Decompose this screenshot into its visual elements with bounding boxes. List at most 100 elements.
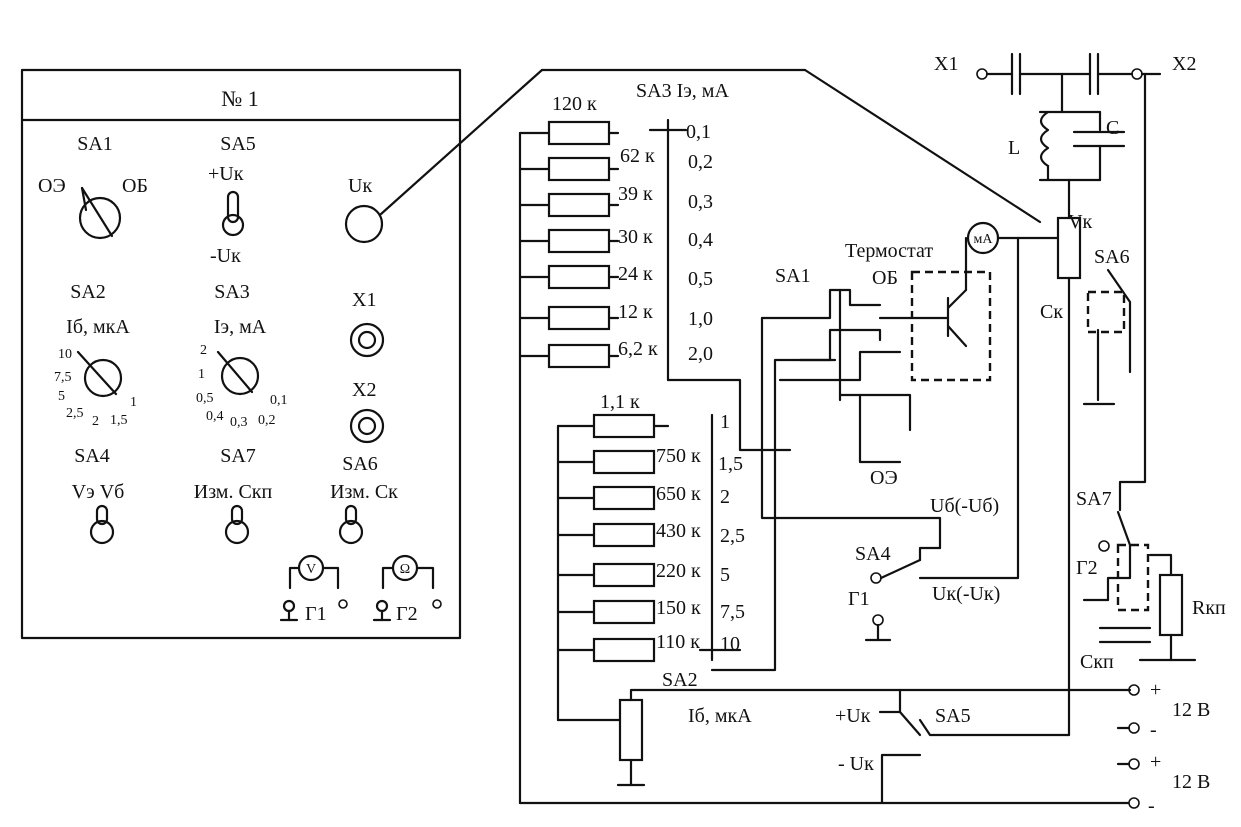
- emitter-resistor-6-2k: [547, 343, 611, 369]
- sa2-knob[interactable]: [83, 358, 123, 398]
- supply2-plus-terminal[interactable]: [1128, 758, 1140, 770]
- sa2-scale-10: 10: [58, 347, 72, 362]
- sa1-contact-4: [838, 393, 912, 432]
- ohmmeter-symbol: Ω: [381, 554, 435, 590]
- sa6-schematic-label: SA6: [1094, 246, 1130, 268]
- sa5-lever[interactable]: [226, 190, 240, 224]
- voltmeter-lead-left: [288, 566, 301, 590]
- plus-uk-label: +Uк: [835, 705, 871, 727]
- ob-label: ОБ: [872, 267, 898, 289]
- sa3-pos-1-0: 1,0: [688, 308, 713, 330]
- base-resistor-220k: [592, 562, 656, 588]
- supply1-voltage: 12 В: [1172, 699, 1210, 721]
- g1-label: Г1: [305, 603, 327, 625]
- uk-socket-label: Uк: [348, 175, 372, 197]
- sa5-toggle[interactable]: SA5 +Uк -Uк: [208, 133, 256, 267]
- sa7-contact: [1116, 510, 1132, 547]
- sa7-feed-wire: [1118, 72, 1147, 512]
- sa2-pos-7-5: 7,5: [720, 601, 745, 623]
- base-resistor-430k: [592, 522, 656, 548]
- sa1-knob[interactable]: [78, 196, 122, 240]
- sa3-scale-0-2: 0,2: [258, 413, 276, 428]
- sa3-schematic-title: SA3 Iэ, мА: [636, 80, 729, 102]
- sa3-knob[interactable]: [220, 356, 260, 396]
- base-resistor-150k: [592, 599, 656, 625]
- emitter-resistor-120k: [547, 120, 611, 146]
- sa2-pos-5: 5: [720, 564, 730, 586]
- x2-socket-inner: [357, 416, 377, 436]
- voltmeter-symbol: V: [288, 554, 340, 590]
- x2-terminal[interactable]: [1131, 68, 1143, 80]
- minus-uk-label: - Uк: [838, 753, 874, 775]
- sa4-terminal[interactable]: [870, 572, 882, 584]
- emitter-resistor-39k: [547, 192, 611, 218]
- ohmmeter-lead-left: [381, 566, 395, 590]
- sa1-right-label: ОБ: [122, 175, 148, 197]
- x1-socket[interactable]: [349, 322, 385, 358]
- base-resistor-label-650k: 650 к: [656, 483, 701, 505]
- sa3-scale-0-4: 0,4: [206, 409, 224, 424]
- ckp-label: Cкп: [1080, 651, 1114, 673]
- front-panel: № 1 SA1 ОЭ ОБ SA5 +Uк -Uк Uк SA2 Iб, мкА: [20, 68, 462, 640]
- uk-socket[interactable]: [344, 204, 384, 244]
- sa7-base: [224, 519, 250, 545]
- sa3-pos-0-2: 0,2: [688, 151, 713, 173]
- uk-callout-line: [379, 68, 544, 216]
- sa2-pos-1: 1: [720, 411, 730, 433]
- supply2-minus-terminal[interactable]: [1128, 797, 1140, 809]
- ub-label: Uб(-Uб): [930, 495, 999, 517]
- x2-socket[interactable]: [349, 408, 385, 444]
- x1-terminal[interactable]: [976, 68, 988, 80]
- transistor-emitter: [946, 324, 968, 348]
- sa6-contact: [1106, 268, 1132, 374]
- sa3-pointer: [216, 350, 254, 394]
- g1-terminal[interactable]: [282, 599, 296, 613]
- g2-terminal[interactable]: [375, 599, 389, 613]
- g2-schematic-terminal[interactable]: [1098, 540, 1110, 552]
- base-resistor-label-110k: 110 к: [656, 631, 700, 653]
- sa3-scale-0-3: 0,3: [230, 415, 248, 430]
- emitter-resistor-label-62k: 62 к: [620, 145, 655, 167]
- sa6-toggle[interactable]: SA6 Изм. Ск: [330, 453, 398, 545]
- sa3-selector[interactable]: SA3 Iэ, мА 2 1 0,5 0,4 0,3 0,2 0,1: [196, 281, 288, 430]
- sa4-toggle[interactable]: SA4 Vэ Vб: [72, 445, 125, 545]
- oe-wire: [858, 393, 902, 464]
- sa1-contacts: [760, 288, 942, 550]
- sa7-toggle[interactable]: SA7 Изм. Скп: [194, 445, 273, 545]
- sa2-scale-1: 1: [130, 395, 137, 410]
- g1-schematic-label: Г1: [848, 588, 870, 610]
- sa7-caption: Изм. Скп: [194, 481, 273, 503]
- sa5-contact: [898, 710, 922, 737]
- emitter-resistor-label-12k: 12 к: [618, 301, 653, 323]
- inductor-l: [1039, 110, 1050, 168]
- x1-schematic-label: X1: [934, 53, 958, 75]
- supply1-minus-terminal[interactable]: [1128, 722, 1140, 734]
- g1-schematic-terminal[interactable]: [872, 614, 884, 626]
- thermostat-label: Термостат: [845, 240, 933, 262]
- sa7-lever[interactable]: [230, 504, 244, 526]
- emitter-resistor-12k: [547, 305, 611, 331]
- sa4-base: [89, 519, 115, 545]
- sa1-schematic-label: SA1: [775, 265, 811, 287]
- supply1-plus-terminal[interactable]: [1128, 684, 1140, 696]
- pot-supply-wire: [629, 688, 1132, 702]
- g1-common-terminal[interactable]: [338, 599, 348, 609]
- sa2-caption: Iб, мкА: [66, 316, 130, 338]
- sa3-pos-0-1: 0,1: [686, 121, 711, 143]
- base-resistor-650k: [592, 485, 656, 511]
- sa6-lever[interactable]: [344, 504, 358, 526]
- sa2-selector[interactable]: SA2 Iб, мкА 10 7,5 5 2,5 2 1,5 1: [54, 281, 137, 429]
- base-resistor-1-1k: [592, 413, 656, 439]
- g2-common-terminal[interactable]: [432, 599, 442, 609]
- thermostat-box: [910, 270, 992, 382]
- minus-uk-wire: [880, 753, 922, 805]
- sa3-caption: Iэ, мА: [214, 316, 267, 338]
- sa3-pos-0-5: 0,5: [688, 268, 713, 290]
- sa4-lever[interactable]: [95, 504, 109, 526]
- sa1-switch[interactable]: SA1 ОЭ ОБ: [38, 133, 148, 240]
- emitter-resistor-ladder: 120 к 62 к 39 к 30 к 24 к 12 к 6: [518, 93, 658, 369]
- x2-socket-label: X2: [352, 379, 376, 401]
- voltmeter-letter: V: [306, 562, 316, 577]
- voltmeter-lead-right: [321, 566, 340, 590]
